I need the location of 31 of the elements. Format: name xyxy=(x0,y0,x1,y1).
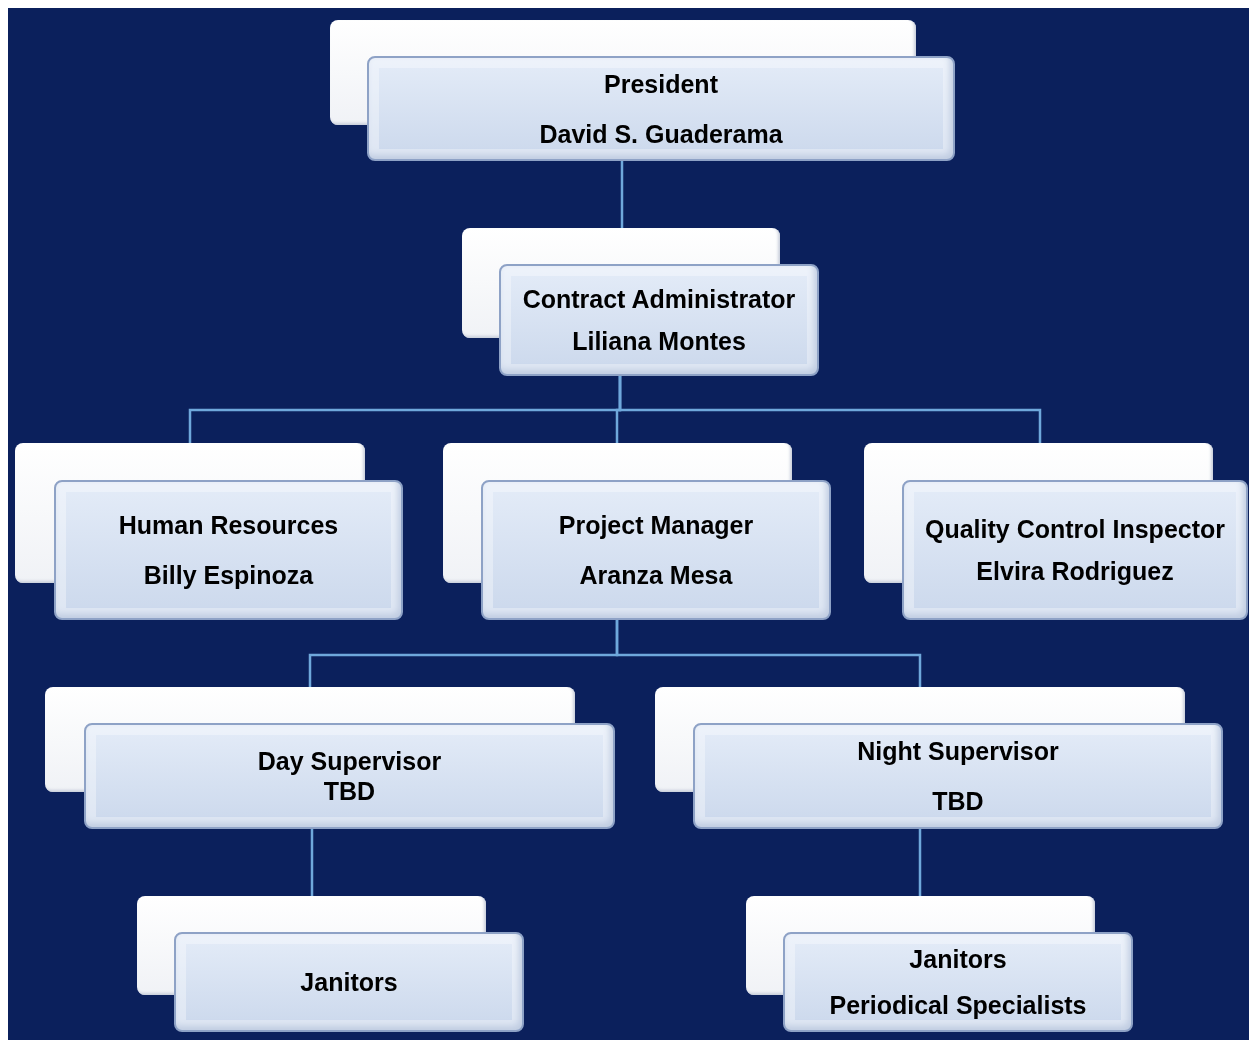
org-chart-card xyxy=(137,896,524,1032)
org-chart-card xyxy=(462,228,819,376)
person-name: Periodical Specialists xyxy=(829,990,1087,1020)
role-title: Contract Administrator xyxy=(522,284,796,314)
connector-line xyxy=(918,829,922,896)
connector-line xyxy=(310,829,314,896)
person-name: TBD xyxy=(932,786,984,816)
role-title: Day Supervisor xyxy=(257,746,442,776)
person-name: David S. Guaderama xyxy=(539,118,783,149)
role-title: President xyxy=(604,68,718,99)
connector-line xyxy=(620,161,624,228)
org-chart-card xyxy=(330,20,955,161)
org-chart-card xyxy=(443,443,831,620)
person-name: Elvira Rodriguez xyxy=(976,556,1174,586)
org-chart-card xyxy=(45,687,615,829)
person-name: Aranza Mesa xyxy=(579,560,733,590)
person-name: TBD xyxy=(323,776,376,806)
org-chart-card xyxy=(655,687,1223,829)
role-title: Project Manager xyxy=(558,510,754,540)
org-chart-card xyxy=(15,443,403,620)
org-chart-card xyxy=(746,896,1133,1032)
role-title: Janitors xyxy=(300,967,398,997)
connector-line xyxy=(618,376,1042,443)
role-title: Janitors xyxy=(909,944,1007,974)
person-name: Liliana Montes xyxy=(572,326,746,356)
connector-line xyxy=(615,620,922,687)
person-name: Billy Espinoza xyxy=(143,560,314,590)
org-chart-card xyxy=(864,443,1248,620)
role-title: Night Supervisor xyxy=(857,736,1059,766)
role-title: Quality Control Inspector xyxy=(925,514,1225,544)
role-title: Human Resources xyxy=(118,510,339,540)
